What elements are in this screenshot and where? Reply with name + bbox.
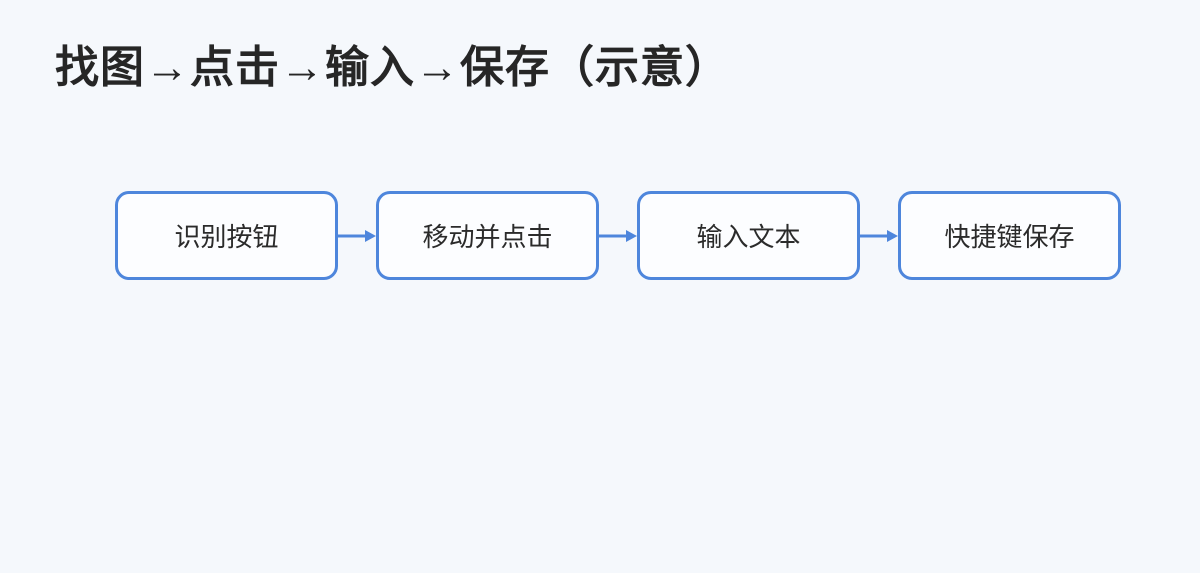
flow-step-label: 识别按钮	[174, 222, 279, 252]
page-title: 找图→点击→输入→保存（示意）	[55, 43, 730, 92]
flow-step-label: 输入文本	[696, 222, 801, 252]
arrow-right-icon	[338, 229, 376, 242]
flow-step-input-text: 输入文本	[637, 191, 860, 280]
flow-step-label: 快捷键保存	[944, 222, 1075, 252]
flowchart: 识别按钮 移动并点击 输入文本 快捷键保存	[115, 191, 1121, 280]
flow-step-recognize-button: 识别按钮	[115, 191, 338, 280]
flow-step-move-and-click: 移动并点击	[376, 191, 599, 280]
arrow-right-icon	[860, 229, 898, 242]
flow-step-shortcut-save: 快捷键保存	[898, 191, 1121, 280]
flow-step-label: 移动并点击	[422, 222, 553, 252]
arrow-right-icon	[599, 229, 637, 242]
